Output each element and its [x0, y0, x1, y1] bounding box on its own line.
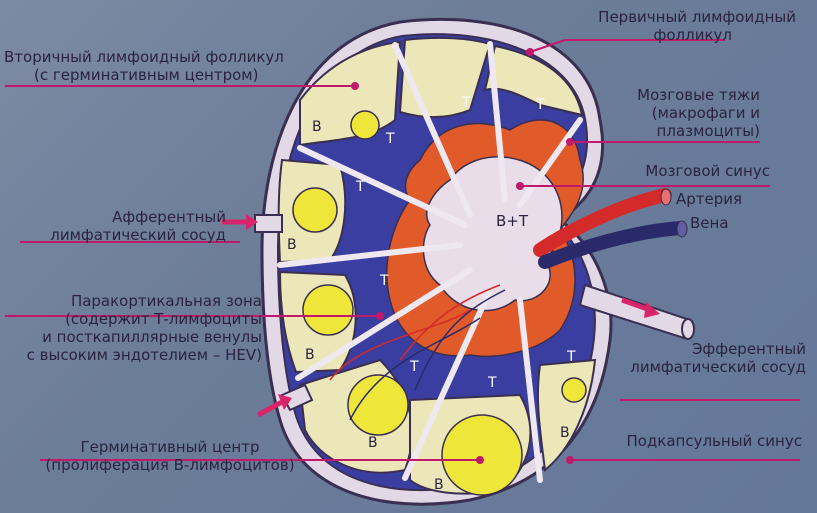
- artery-end: [661, 189, 671, 205]
- label-line: лимфатический сосуд: [0, 226, 226, 244]
- label-efferent: Эфферентный лимфатический сосуд: [620, 340, 806, 376]
- label-line: Афферентный: [0, 208, 226, 226]
- label-secondary-follicle: Вторичный лимфоидный фолликул (с гермина…: [4, 48, 284, 84]
- label-subcapsular-sinus: Подкапсульный синус: [610, 432, 802, 450]
- germinal-center: [303, 285, 353, 335]
- germinal-center: [293, 188, 337, 232]
- label-line: Мозговые тяжи: [610, 86, 760, 104]
- region-t: Т: [567, 348, 576, 366]
- region-t: Т: [488, 374, 497, 392]
- region-t: Т: [386, 130, 395, 148]
- germinal-center: [351, 111, 379, 139]
- germinal-center: [442, 415, 522, 495]
- label-line: (пролиферация В-лимфоцитов): [30, 456, 310, 474]
- label-medullary-cords: Мозговые тяжи (макрофаги и плазмоциты): [610, 86, 760, 140]
- label-line: Герминативный центр: [30, 438, 310, 456]
- region-t: Т: [410, 358, 419, 376]
- region-bt: В+Т: [496, 212, 528, 230]
- label-line: и посткапиллярные венулы: [0, 328, 262, 346]
- region-b: В: [305, 346, 315, 364]
- region-t: Т: [462, 94, 471, 112]
- label-line: с высоким эндотелием – HEV): [0, 346, 262, 364]
- label-line: Паракортикальная зона: [0, 292, 262, 310]
- label-germinal-center: Герминативный центр (пролиферация В-лимф…: [30, 438, 310, 474]
- label-primary-follicle: Первичный лимфоидный фолликул: [560, 8, 796, 44]
- label-afferent: Афферентный лимфатический сосуд: [0, 208, 226, 244]
- label-line: Первичный лимфоидный: [560, 8, 796, 26]
- label-line: Эфферентный: [620, 340, 806, 358]
- region-b: В: [368, 434, 378, 452]
- label-paracortical: Паракортикальная зона (содержит Т-лимфоц…: [0, 292, 262, 364]
- region-b: В: [560, 424, 570, 442]
- label-line: фолликул: [560, 26, 796, 44]
- region-b: В: [287, 236, 297, 254]
- label-line: плазмоциты): [610, 122, 760, 140]
- region-t: Т: [536, 96, 545, 114]
- label-line: (содержит Т-лимфоциты: [0, 310, 262, 328]
- label-artery: Артерия: [676, 190, 742, 208]
- region-b: В: [434, 476, 444, 494]
- label-line: (макрофаги и: [610, 104, 760, 122]
- label-line: Вторичный лимфоидный фолликул: [4, 48, 284, 66]
- germinal-center: [348, 375, 408, 435]
- region-t: Т: [356, 178, 365, 196]
- region-b: В: [312, 118, 322, 136]
- label-line: лимфатический сосуд: [620, 358, 806, 376]
- label-line: (с герминативным центром): [4, 66, 284, 84]
- region-t: Т: [380, 272, 389, 290]
- vein-end: [677, 221, 687, 237]
- label-medullary-sinus: Мозговой синус: [614, 162, 770, 180]
- label-vein: Вена: [690, 214, 729, 232]
- germinal-center: [562, 378, 586, 402]
- afferent-vessel: [222, 214, 282, 232]
